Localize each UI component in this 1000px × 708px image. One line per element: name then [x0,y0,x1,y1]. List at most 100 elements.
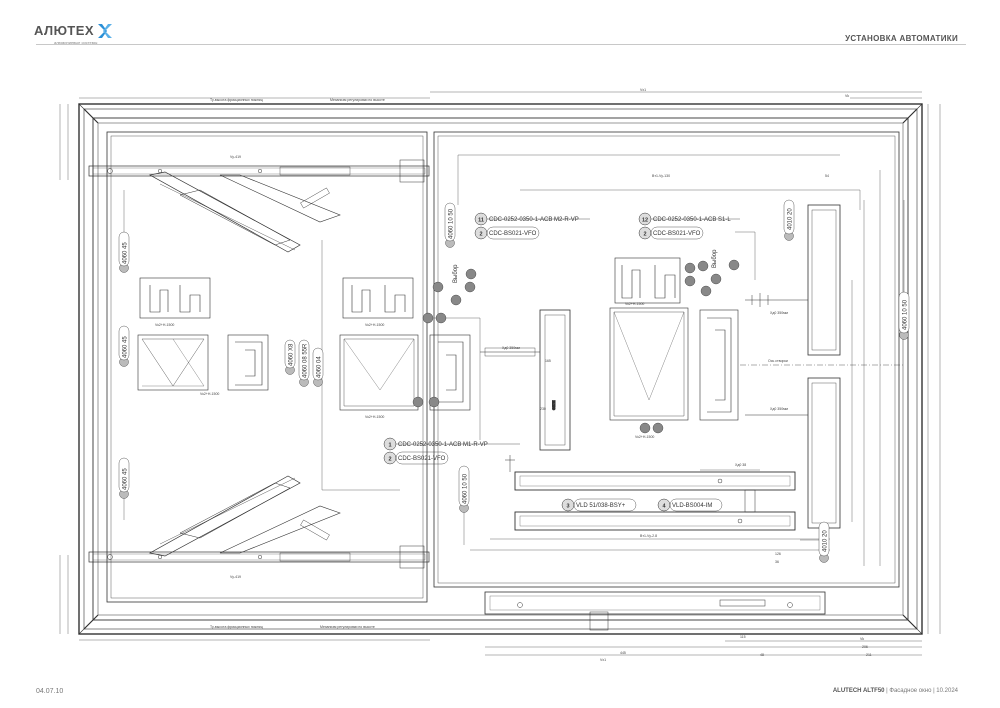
svg-text:36: 36 [775,560,779,564]
svg-text:4010 20: 4010 20 [788,208,794,230]
annotation-mech-bottom: Механизм регулировки по высоте [320,625,375,629]
svg-text:206: 206 [862,645,868,649]
logo-mark-icon [98,24,113,38]
svg-text:4060 10 50: 4060 10 50 [463,473,469,504]
svg-text:Vк2+Н-1500: Vк2+Н-1500 [625,302,644,306]
page-number: 04.07.10 [36,688,64,695]
annotation-xd-3: Xд0 350мм [770,407,789,411]
part-h2: 4010 20 [818,521,830,563]
callout-12-b: 2 CDC-BS021-VFO [638,226,704,240]
part-e1: 4060 04 [312,347,324,387]
callout-11-num: 11 [478,218,484,224]
header-divider [36,44,966,45]
callout-4: 4 VLD-BS004-IM [657,498,723,512]
logo-text: АЛЮТЕХ [34,23,95,38]
callout-3: 3 VLD 51/038-BSY+ [561,498,637,512]
annotation-tv-top: Ту-высота фрикционных ножниц [210,98,263,102]
chain-drive-unit [505,455,796,531]
svg-text:GEZE: GEZE [552,400,556,410]
svg-text:4060 04: 4060 04 [317,356,323,378]
svg-text:445: 445 [620,651,626,655]
svg-text:Vк2+Н-1500: Vк2+Н-1500 [155,323,174,327]
actuators-right [740,204,905,529]
window-frame [78,103,923,635]
section-details-left [137,277,471,411]
friction-stay-top [88,159,430,253]
callout-11: 11 CDC-0252-0350-1-ACB M2-R-VP [474,212,590,226]
leader-lines [123,190,905,545]
callout-1-num: 1 [388,443,391,449]
svg-text:4010 20: 4010 20 [823,530,829,552]
svg-text:Vк2+Н-1500: Vк2+Н-1500 [365,323,384,327]
footer-product: ALUTECH ALTF50 [832,688,885,694]
section-title: УСТАНОВКА АВТОМАТИКИ [845,34,958,43]
annotation-vybor-1: Выбор [453,264,459,283]
svg-text:Vk: Vk [845,94,849,98]
svg-text:230: 230 [540,407,546,411]
svg-text:Vy-419: Vy-419 [230,155,241,159]
annotation-mech-top: Механизм регулировки по высоте [330,98,385,102]
annotation-tv-bottom: Ту-высота фрикционных ножниц [210,625,263,629]
annotation-xd-2: Xд0 350мм [770,311,789,315]
svg-text:4060 08 55R: 4060 08 55R [303,343,309,378]
footer-rest: | Фасадное окно | 10.2024 [884,688,958,694]
footer-info: ALUTECH ALTF50 | Фасадное окно | 10.2024 [833,688,958,694]
part-d2: 4060 08 55R [298,339,310,387]
part-g2: 4060 10 50 [458,465,470,513]
vertical-part-labels: 4060 45 4060 45 4060 45 4060 10 50 4060 … [118,199,910,563]
dimension-text: Vx1 Vk Bт1-Vy-130 Vy-419 Vy-419 Bт1-Vy-2… [155,88,872,662]
svg-text:Vx1: Vx1 [640,88,646,92]
svg-text:4060 45: 4060 45 [123,336,129,358]
callout-1: 1 CDC-0252-0350-1-ACB M1-R-VP [383,437,520,451]
svg-text:Vk: Vk [860,637,864,641]
callout-12-b-num: 2 [643,232,646,238]
callout-12-code: CDC-0252-0350-1-ACB S1-L [653,217,731,223]
callout-4-num: 4 [662,504,666,510]
callout-12-num: 12 [642,218,648,224]
svg-text:48: 48 [760,653,764,657]
callout-3-num: 3 [566,504,569,510]
part-f2: 4060 45 [118,325,130,367]
callout-2-code: CDC-BS021-VFO [398,456,446,462]
svg-text:115: 115 [740,635,746,639]
svg-text:4060 10 50: 4060 10 50 [903,299,909,330]
svg-text:Vx1: Vx1 [600,658,606,662]
callout-3-code: VLD 51/038-BSY+ [576,503,626,509]
dimension-lines [59,91,941,656]
callout-11-b-code: CDC-BS021-VFO [489,231,537,237]
callout-11-b: 2 CDC-BS021-VFO [474,226,540,240]
svg-text:4060 10 50: 4060 10 50 [449,208,455,239]
svg-text:54: 54 [825,174,829,178]
svg-text:Xд0 38: Xд0 38 [735,463,746,467]
svg-text:Vк2+Н-1500: Vк2+Н-1500 [635,435,654,439]
callout-1-code: CDC-0252-0350-1-ACB M1-R-VP [398,442,488,448]
callout-2-num: 2 [388,457,391,463]
svg-text:Bт1-Vy-130: Bт1-Vy-130 [652,174,670,178]
friction-stay-bottom [88,475,430,569]
bottom-section [484,591,826,631]
part-f3: 4060 45 [118,457,130,499]
section-details-right [609,257,739,421]
text-annotations: Ту-высота фрикционных ножниц Механизм ре… [210,98,789,629]
annotation-axis: Ось створки [768,359,788,363]
callout-11-code: CDC-0252-0350-1-ACB M2-R-VP [489,217,579,223]
svg-text:Vк2+Н-1500: Vк2+Н-1500 [200,392,219,396]
callout-12-b-code: CDC-BS021-VFO [653,231,701,237]
annotation-vybor-2: Выбор [712,249,718,268]
part-h1: 4010 20 [783,199,795,241]
svg-text:4060 X8: 4060 X8 [289,343,295,366]
svg-text:Vy-419: Vy-419 [230,575,241,579]
svg-text:126: 126 [775,552,781,556]
callout-4-code: VLD-BS004-IM [672,503,712,509]
part-f1: 4060 45 [118,231,130,273]
actuator-left: GEZE [480,309,571,451]
svg-text:211: 211 [866,653,872,657]
svg-text:165: 165 [545,359,551,363]
callout-11-b-num: 2 [479,232,482,238]
svg-text:Vк2+Н-1500: Vк2+Н-1500 [365,415,384,419]
logo-subtitle: алюминиевые системы [54,40,98,45]
svg-text:4060 45: 4060 45 [123,468,129,490]
part-g3: 4060 10 50 [898,291,910,340]
mech-circles [412,259,740,434]
